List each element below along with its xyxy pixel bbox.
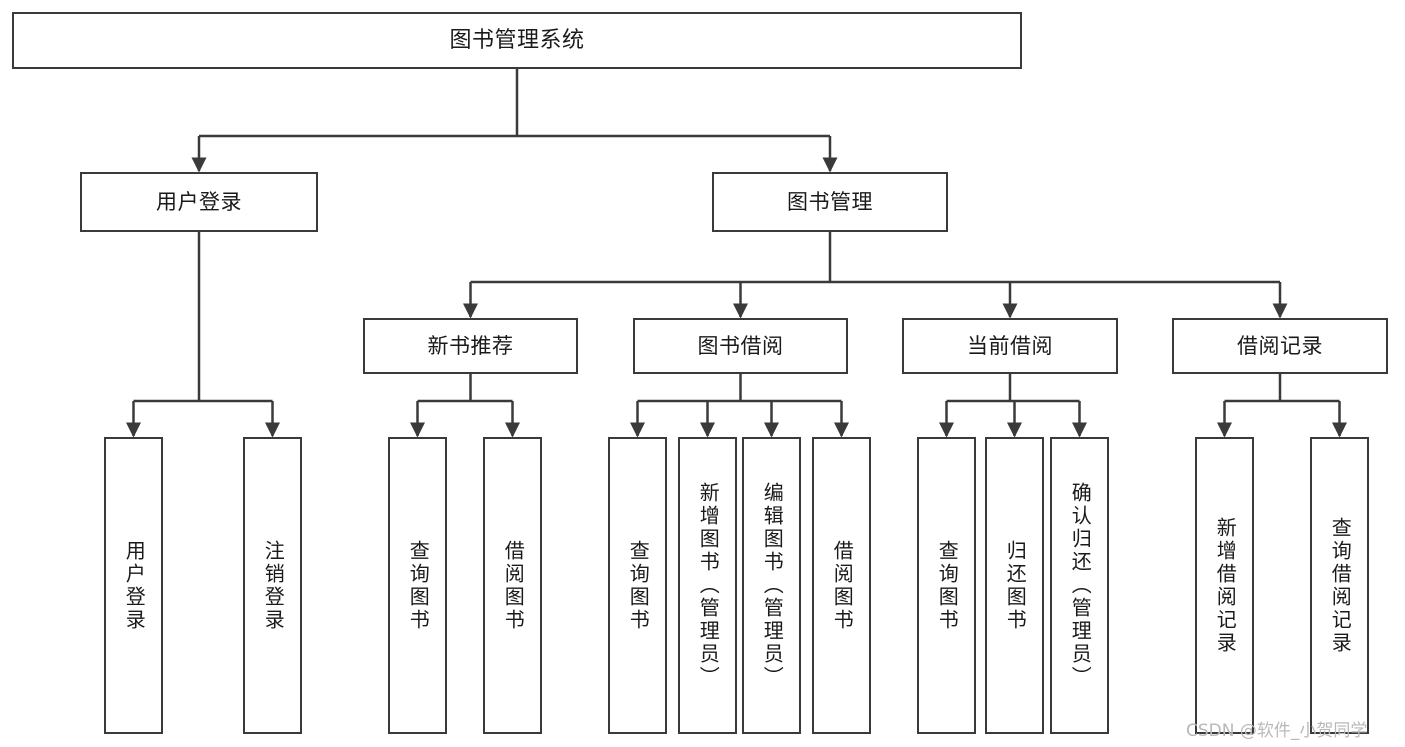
- node-leaf-add-borrow-record[interactable]: 新增借阅记录: [1195, 437, 1254, 734]
- node-label: 借阅图书: [501, 539, 526, 632]
- node-label: 新增图书（管理员）: [696, 482, 721, 689]
- node-borrow-records[interactable]: 借阅记录: [1172, 318, 1388, 374]
- node-book-borrow[interactable]: 图书借阅: [633, 318, 848, 374]
- node-leaf-query-book-current[interactable]: 查询图书: [917, 437, 976, 734]
- node-leaf-lend-book[interactable]: 借阅图书: [812, 437, 871, 734]
- node-new-book-recommend[interactable]: 新书推荐: [363, 318, 578, 374]
- node-label: 用户登录: [122, 539, 147, 632]
- watermark: CSDN @软件_小贺同学: [1186, 721, 1368, 741]
- node-label: 归还图书: [1003, 539, 1028, 632]
- node-label: 编辑图书（管理员）: [760, 482, 785, 689]
- node-label: 查询图书: [626, 539, 651, 632]
- node-label: 查询图书: [406, 539, 431, 632]
- node-label: 查询借阅记录: [1328, 516, 1353, 655]
- node-leaf-borrow-book-new[interactable]: 借阅图书: [483, 437, 542, 734]
- node-label: 图书管理系统: [449, 27, 585, 53]
- node-label: 当前借阅: [967, 333, 1053, 358]
- node-label: 图书借阅: [697, 333, 784, 358]
- node-label: 借阅记录: [1237, 333, 1323, 358]
- node-current-borrow[interactable]: 当前借阅: [902, 318, 1118, 374]
- node-label: 借阅图书: [830, 539, 855, 632]
- node-label: 图书管理: [787, 189, 873, 214]
- node-book-management[interactable]: 图书管理: [712, 172, 948, 232]
- node-leaf-logout[interactable]: 注销登录: [243, 437, 302, 734]
- node-user-login[interactable]: 用户登录: [80, 172, 318, 232]
- node-label: 确认归还（管理员）: [1068, 482, 1093, 689]
- node-root[interactable]: 图书管理系统: [12, 12, 1022, 69]
- node-leaf-query-borrow-record[interactable]: 查询借阅记录: [1310, 437, 1369, 734]
- node-label: 查询图书: [935, 539, 960, 632]
- node-leaf-confirm-return-admin[interactable]: 确认归还（管理员）: [1050, 437, 1109, 734]
- node-leaf-user-login[interactable]: 用户登录: [104, 437, 163, 734]
- node-label: 用户登录: [156, 189, 242, 214]
- node-label: 新增借阅记录: [1213, 516, 1238, 655]
- node-label: 注销登录: [261, 539, 286, 632]
- node-leaf-query-book-new[interactable]: 查询图书: [388, 437, 447, 734]
- node-label: 新书推荐: [427, 333, 514, 358]
- node-leaf-add-book-admin[interactable]: 新增图书（管理员）: [678, 437, 737, 734]
- node-leaf-query-book[interactable]: 查询图书: [608, 437, 667, 734]
- node-leaf-edit-book-admin[interactable]: 编辑图书（管理员）: [742, 437, 801, 734]
- node-leaf-return-book[interactable]: 归还图书: [985, 437, 1044, 734]
